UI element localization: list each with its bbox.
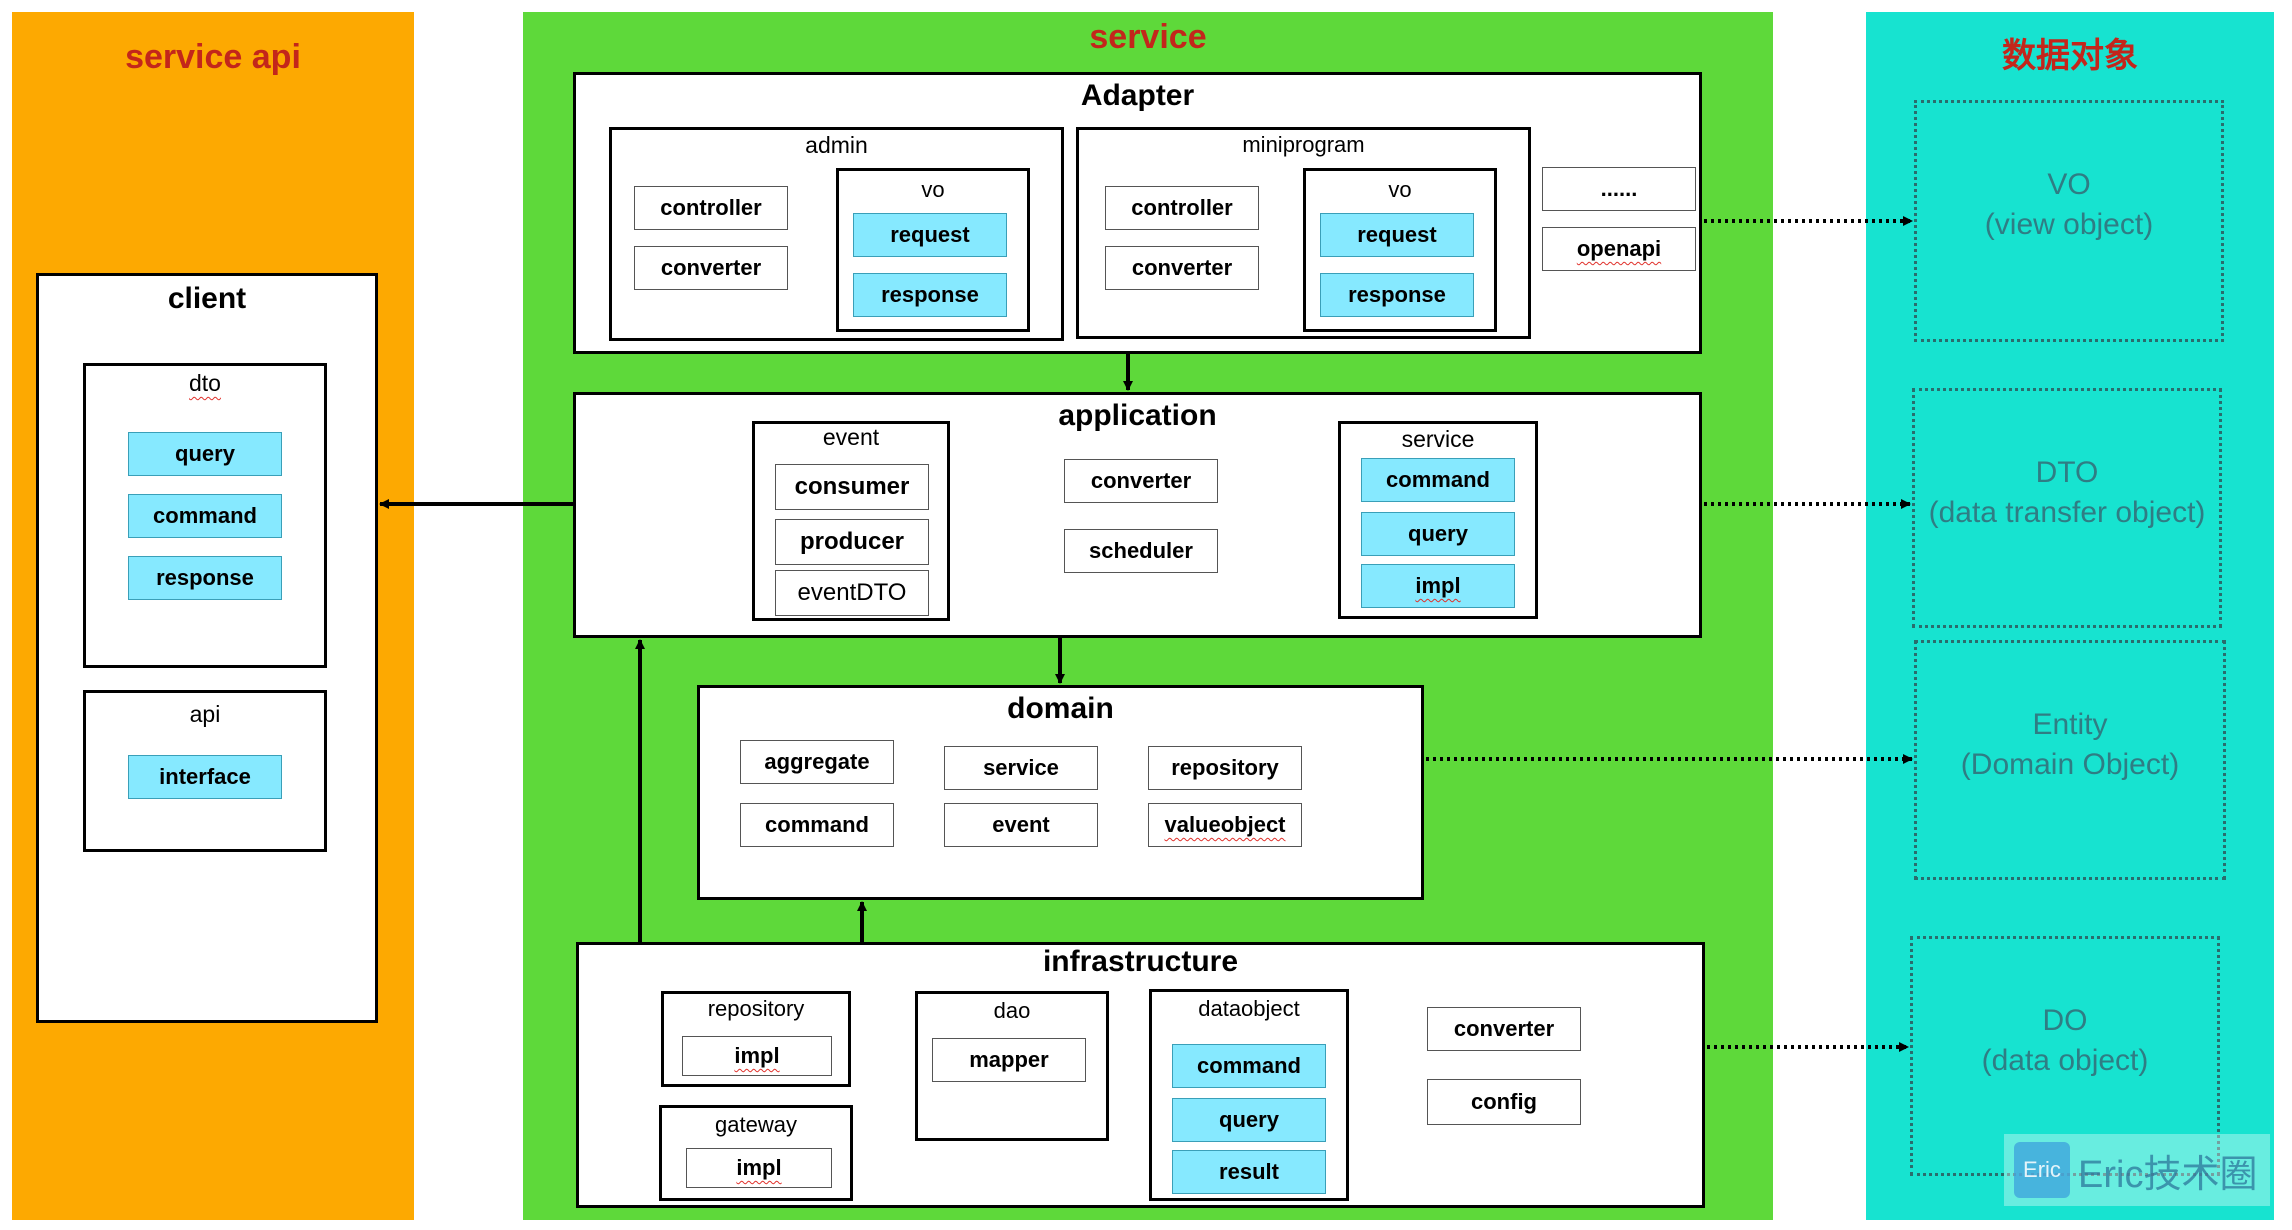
infra-repository-title: repository bbox=[707, 996, 805, 1021]
admin-vo-request: request bbox=[853, 213, 1007, 257]
api-interface: interface bbox=[128, 755, 282, 799]
data-objects-column: 数据对象 bbox=[1866, 12, 2274, 1220]
service-api-title: service api bbox=[125, 38, 301, 76]
dto-title: dto bbox=[189, 370, 221, 396]
admin-group: admin controller converter vo request re… bbox=[609, 127, 1064, 341]
admin-converter: converter bbox=[634, 246, 788, 290]
dto-query: query bbox=[128, 432, 282, 476]
entity-object: Entity (Domain Object) bbox=[1914, 640, 2226, 880]
api-title: api bbox=[189, 701, 221, 727]
dao-title: dao bbox=[993, 998, 1031, 1023]
domain-aggregate: aggregate bbox=[740, 740, 894, 784]
admin-vo-title: vo bbox=[921, 177, 945, 202]
miniprogram-controller: controller bbox=[1105, 186, 1259, 230]
watermark: Eric Eric技术圈 bbox=[2004, 1134, 2270, 1206]
miniprogram-vo-response: response bbox=[1320, 273, 1474, 317]
dto-response: response bbox=[128, 556, 282, 600]
adapter-more: ...... bbox=[1542, 167, 1696, 211]
app-service-command: command bbox=[1361, 458, 1515, 502]
adapter-title: Adapter bbox=[1080, 79, 1195, 112]
vo-object: VO (view object) bbox=[1914, 100, 2224, 342]
domain-event: event bbox=[944, 803, 1098, 847]
dto-group: dto query command response bbox=[83, 363, 327, 668]
do-name: DO bbox=[2042, 1004, 2088, 1037]
admin-title: admin bbox=[805, 132, 868, 158]
api-group: api interface bbox=[83, 690, 327, 852]
infra-gateway-group: gateway impl bbox=[659, 1105, 853, 1201]
miniprogram-vo-request: request bbox=[1320, 213, 1474, 257]
event-title: event bbox=[822, 424, 880, 450]
dataobject-result: result bbox=[1172, 1150, 1326, 1194]
app-service-impl: impl bbox=[1361, 564, 1515, 608]
dataobject-title: dataobject bbox=[1198, 996, 1300, 1021]
dataobject-command: command bbox=[1172, 1044, 1326, 1088]
miniprogram-converter: converter bbox=[1105, 246, 1259, 290]
infra-converter: converter bbox=[1427, 1007, 1581, 1051]
infra-gateway-impl: impl bbox=[686, 1148, 832, 1188]
infra-repository-impl: impl bbox=[682, 1036, 832, 1076]
domain-service: service bbox=[944, 746, 1098, 790]
event-consumer: consumer bbox=[775, 464, 929, 510]
infra-config: config bbox=[1427, 1079, 1581, 1125]
dto-name: DTO bbox=[2035, 456, 2099, 489]
event-eventdto: eventDTO bbox=[775, 570, 929, 616]
admin-controller: controller bbox=[634, 186, 788, 230]
dto-command: command bbox=[128, 494, 282, 538]
vo-desc: (view object) bbox=[1984, 208, 2154, 241]
watermark-badge: Eric bbox=[2014, 1142, 2070, 1198]
dto-desc: (data transfer object) bbox=[1928, 496, 2206, 529]
do-desc: (data object) bbox=[1981, 1044, 2149, 1077]
app-service-group: service command query impl bbox=[1338, 421, 1538, 619]
event-group: event consumer producer eventDTO bbox=[752, 421, 950, 621]
vo-name: VO bbox=[2047, 168, 2091, 201]
dataobject-query: query bbox=[1172, 1098, 1326, 1142]
application-title: application bbox=[1058, 399, 1217, 432]
miniprogram-title: miniprogram bbox=[1242, 132, 1365, 157]
entity-desc: (Domain Object) bbox=[1960, 748, 2180, 781]
application-converter: converter bbox=[1064, 459, 1218, 503]
adapter-panel: Adapter admin controller converter vo re… bbox=[573, 72, 1702, 354]
dao-group: dao mapper bbox=[915, 991, 1109, 1141]
dto-object: DTO (data transfer object) bbox=[1912, 388, 2222, 628]
domain-title: domain bbox=[1007, 692, 1114, 725]
entity-name: Entity bbox=[2032, 708, 2108, 741]
client-panel: client dto query command response api in… bbox=[36, 273, 378, 1023]
infrastructure-title: infrastructure bbox=[1042, 945, 1239, 978]
infra-gateway-title: gateway bbox=[715, 1112, 797, 1137]
app-service-query: query bbox=[1361, 512, 1515, 556]
adapter-openapi: openapi bbox=[1542, 227, 1696, 271]
application-scheduler: scheduler bbox=[1064, 529, 1218, 573]
miniprogram-vo-group: vo request response bbox=[1303, 168, 1497, 332]
client-title: client bbox=[167, 282, 247, 315]
admin-vo-group: vo request response bbox=[836, 168, 1030, 332]
infrastructure-panel: infrastructure repository impl gateway i… bbox=[576, 942, 1705, 1208]
infra-repository-group: repository impl bbox=[661, 991, 851, 1087]
domain-repository: repository bbox=[1148, 746, 1302, 790]
event-producer: producer bbox=[775, 519, 929, 565]
domain-panel: domain aggregate service repository comm… bbox=[697, 685, 1424, 900]
application-panel: application event consumer producer even… bbox=[573, 392, 1702, 638]
data-objects-title: 数据对象 bbox=[2002, 37, 2138, 75]
watermark-text: Eric技术圈 bbox=[2078, 1153, 2258, 1196]
miniprogram-vo-title: vo bbox=[1388, 177, 1412, 202]
service-title: service bbox=[1089, 18, 1207, 56]
domain-valueobject: valueobject bbox=[1148, 803, 1302, 847]
app-service-title: service bbox=[1401, 426, 1475, 452]
miniprogram-group: miniprogram controller converter vo requ… bbox=[1076, 127, 1531, 339]
dao-mapper: mapper bbox=[932, 1038, 1086, 1082]
domain-command: command bbox=[740, 803, 894, 847]
dataobject-group: dataobject command query result bbox=[1149, 989, 1349, 1201]
admin-vo-response: response bbox=[853, 273, 1007, 317]
